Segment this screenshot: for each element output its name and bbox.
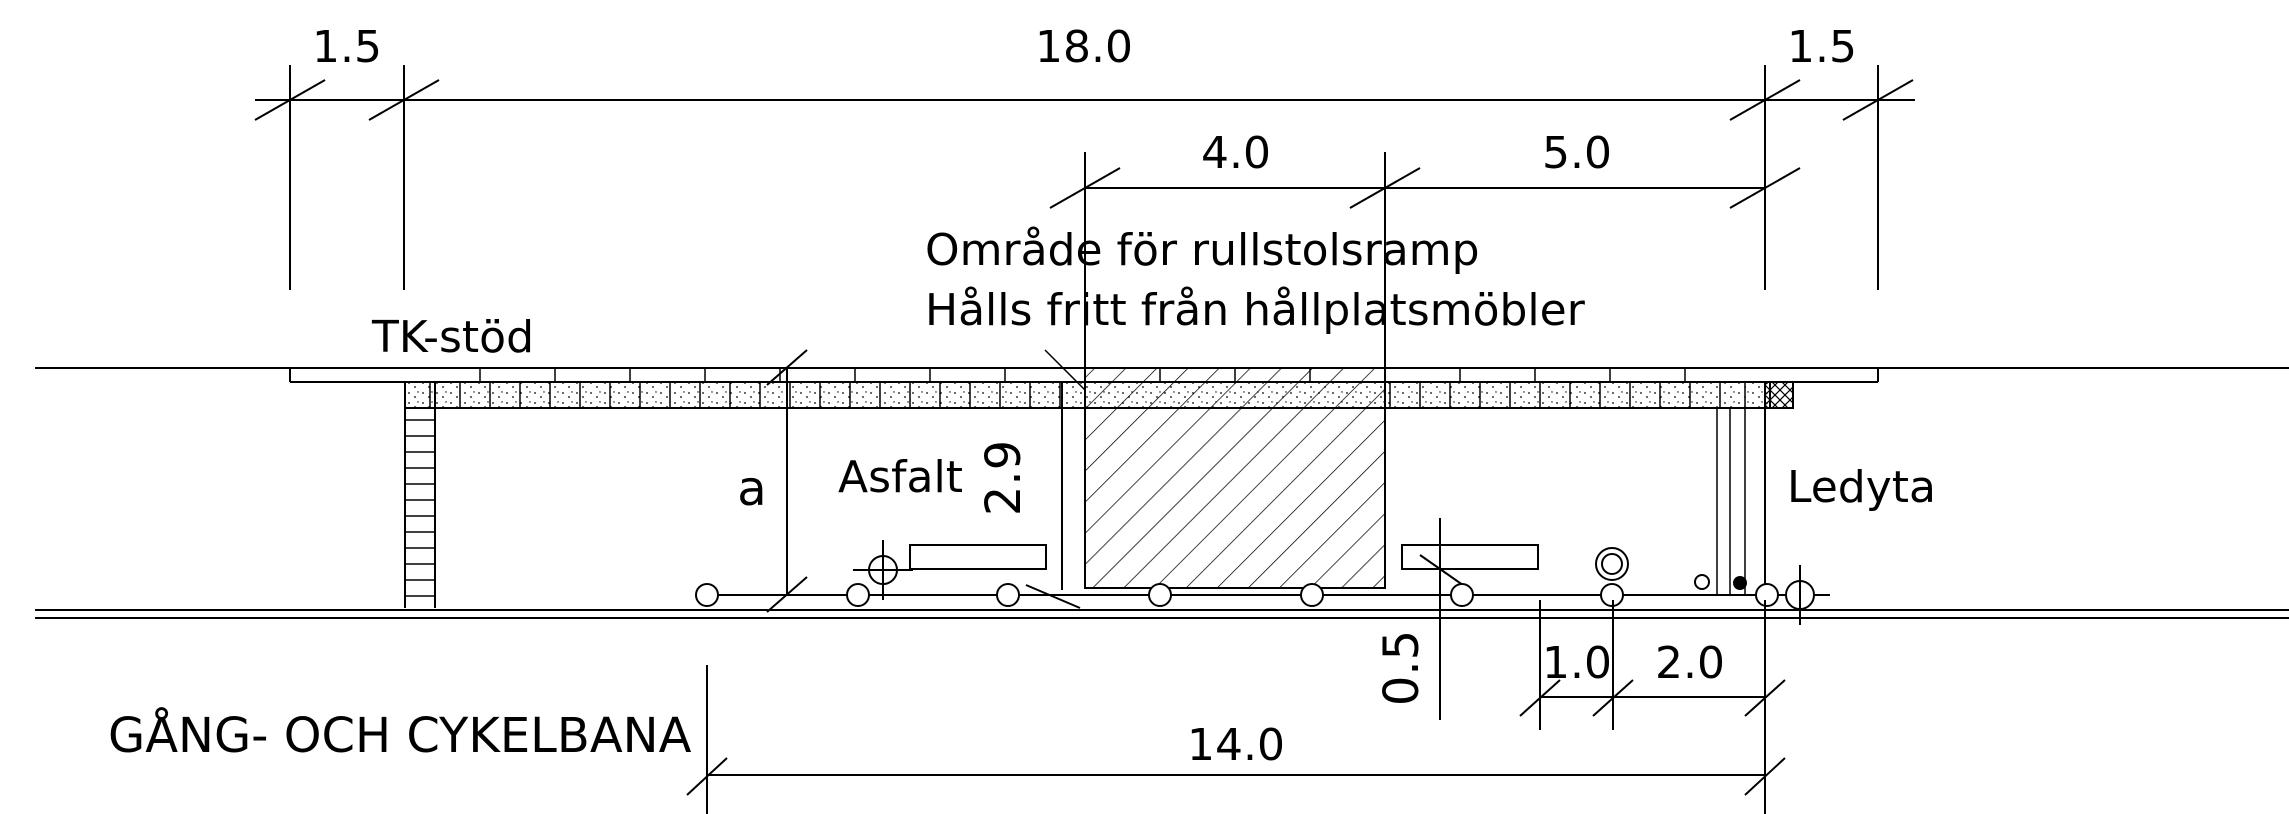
bench-left [909,544,1047,570]
tk-support [404,382,436,608]
asfalt-label: Asfalt [838,452,963,503]
path-label: GÅNG- OCH CYKELBANA [108,707,692,764]
ramp-dimension-chain [1049,152,1801,375]
top-dimension-chain [254,65,1915,290]
dim-top-left: 1.5 [312,22,382,73]
sign-post-left [853,540,913,600]
bottom-dimension [686,665,1786,814]
bench-right [1401,544,1539,570]
dim-offset: 0.5 [1374,630,1430,706]
dim-small: 1.0 [1542,638,1612,689]
lower-right-dimension-chain [1519,600,1786,730]
bench-left-leader [1025,584,1081,609]
ledyta-structure [1716,408,1766,595]
bin-right [1595,547,1629,581]
dim-bottom: 14.0 [1187,720,1285,771]
dim-two: 2.0 [1655,638,1725,689]
dim-height: 2.9 [976,440,1032,516]
dim-right: 5.0 [1542,128,1612,179]
dim-top-right: 1.5 [1787,22,1857,73]
dim-top-total: 18.0 [1035,22,1133,73]
dim-ramp: 4.0 [1201,128,1271,179]
ramp-area-hatch [1084,367,1386,589]
curb-line [35,594,2289,619]
tk-stod-label: TK-stöd [371,312,534,363]
ramp-area-label: Område för rullstolsramp [925,225,1480,276]
ramp-free-label: Hålls fritt från hållplatsmöbler [925,285,1586,336]
ledyta-label: Ledyta [1787,462,1936,513]
a-label: a [737,461,766,517]
